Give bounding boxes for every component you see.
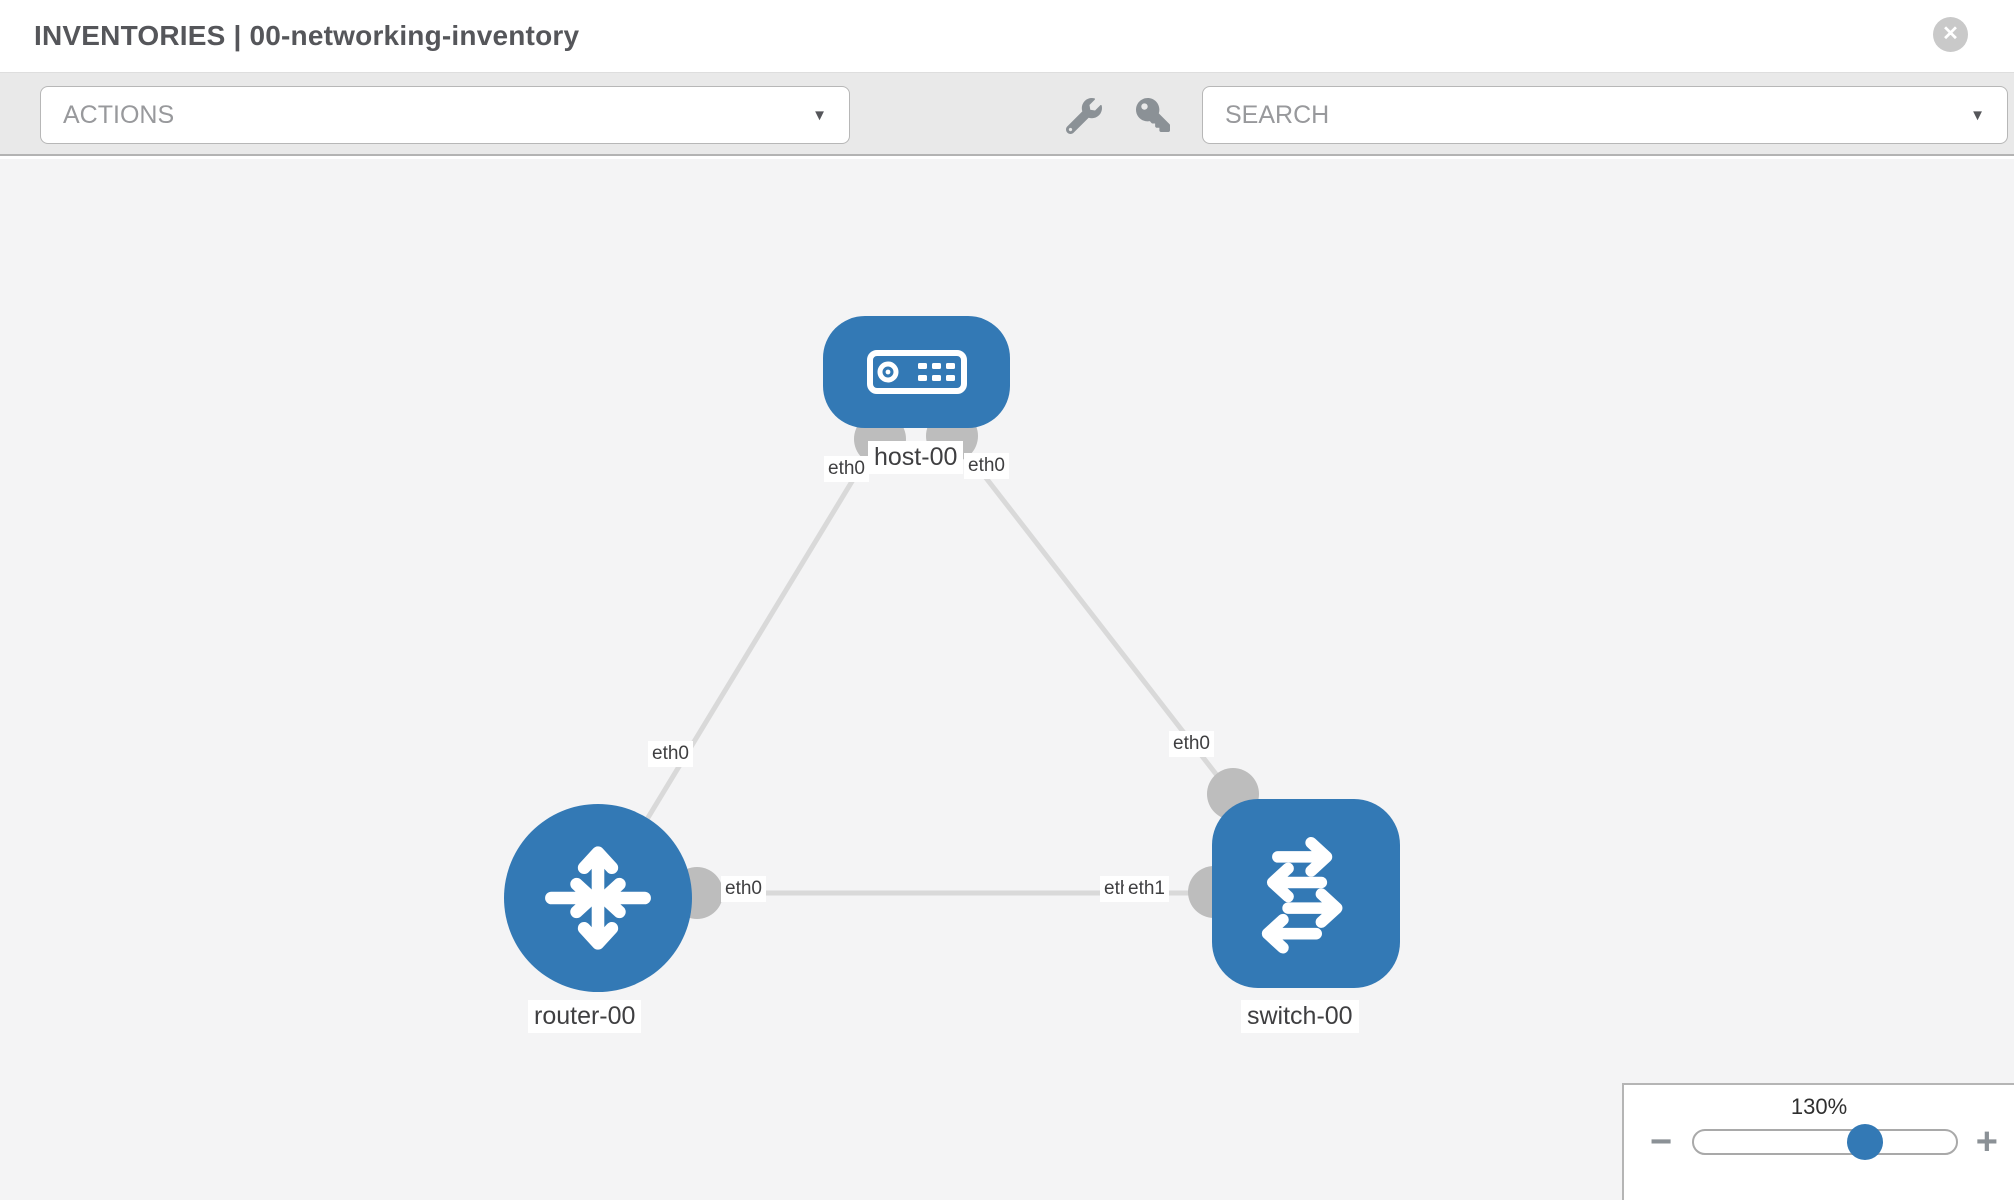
interface-label: eth0 bbox=[648, 741, 693, 767]
server-icon bbox=[866, 350, 967, 394]
header: INVENTORIES | 00-networking-inventory ✕ bbox=[0, 0, 2014, 72]
search-dropdown[interactable]: SEARCH ▼ bbox=[1202, 86, 2008, 144]
interface-label: eth0 bbox=[1169, 731, 1214, 757]
node-switch-00[interactable] bbox=[1212, 799, 1400, 988]
links-layer bbox=[595, 410, 1259, 919]
search-dropdown-value: SEARCH bbox=[1225, 101, 1330, 129]
chevron-down-icon: ▼ bbox=[1970, 107, 1985, 124]
toolbar: ACTIONS ▼ SEARCH ▼ bbox=[0, 72, 2014, 156]
node-label-router-00: router-00 bbox=[528, 1000, 642, 1033]
wrench-icon-glyph bbox=[1066, 98, 1102, 134]
zoom-panel: 130% − + bbox=[1622, 1083, 2014, 1200]
node-router-00[interactable] bbox=[504, 804, 692, 992]
node-label-switch-00: switch-00 bbox=[1241, 1000, 1359, 1033]
node-host-00[interactable] bbox=[823, 316, 1010, 428]
key-icon-glyph bbox=[1136, 98, 1170, 132]
zoom-slider-thumb[interactable] bbox=[1847, 1124, 1883, 1160]
wrench-icon[interactable] bbox=[1066, 98, 1106, 138]
zoom-level: 130% bbox=[1790, 1094, 1848, 1119]
zoom-slider-row: − + bbox=[1624, 1120, 2014, 1180]
close-button[interactable]: ✕ bbox=[1933, 17, 1968, 52]
router-icon bbox=[545, 846, 651, 950]
zoom-in-button[interactable]: + bbox=[1975, 1121, 1998, 1163]
switch-icon bbox=[1261, 836, 1343, 954]
close-icon: ✕ bbox=[1942, 23, 1959, 45]
actions-dropdown[interactable]: ACTIONS ▼ bbox=[40, 86, 850, 144]
zoom-slider-track[interactable] bbox=[1692, 1124, 1958, 1160]
key-icon[interactable] bbox=[1136, 98, 1176, 138]
page-title: INVENTORIES | 00-networking-inventory bbox=[34, 20, 580, 51]
interface-label: eth0 bbox=[824, 456, 869, 482]
topology-canvas[interactable]: host-00 eth0 eth0 eth0 eth0 eth0 eth0 et… bbox=[0, 159, 2014, 1200]
interface-label: eth0 bbox=[721, 876, 766, 902]
interface-label: eth1 bbox=[1124, 876, 1169, 902]
zoom-out-button[interactable]: − bbox=[1650, 1121, 1673, 1163]
node-label-host-00: host-00 bbox=[868, 441, 964, 474]
chevron-down-icon: ▼ bbox=[812, 107, 827, 124]
actions-dropdown-value: ACTIONS bbox=[63, 101, 175, 129]
interface-label: eth0 bbox=[964, 453, 1009, 479]
